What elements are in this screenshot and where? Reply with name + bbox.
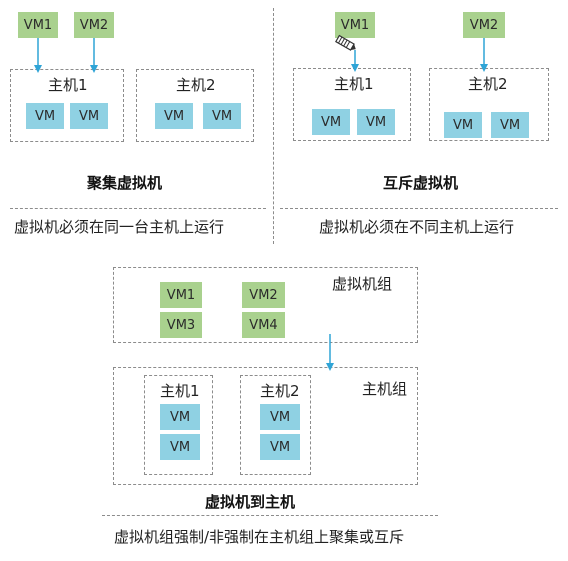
group-host2-vm-a: VM — [260, 404, 300, 430]
vm-group-box — [113, 267, 418, 343]
group-host2-label: 主机2 — [260, 382, 300, 400]
group-host1-vm-a: VM — [160, 404, 200, 430]
affinity-desc: 虚拟机必须在同一台主机上运行 — [14, 218, 225, 236]
affinity-host1-label: 主机1 — [48, 76, 88, 94]
anti-host1-label: 主机1 — [334, 75, 374, 93]
anti-host2-vm-a: VM — [444, 112, 482, 138]
host-group-label: 主机组 — [362, 380, 408, 398]
affinity-host1-vm-a: VM — [26, 103, 64, 129]
anti-vm2: VM2 — [463, 12, 505, 38]
group-vm1: VM1 — [160, 282, 202, 308]
anti-affinity-title: 互斥虚拟机 — [383, 174, 459, 192]
anti-host1-vm-a: VM — [312, 109, 350, 135]
group-host1-box — [144, 375, 213, 475]
affinity-host1-vm-b: VM — [70, 103, 108, 129]
vm-to-host-desc: 虚拟机组强制/非强制在主机组上聚集或互斥 — [114, 528, 405, 546]
pencil-icon — [335, 34, 356, 51]
affinity-title: 聚集虚拟机 — [87, 174, 163, 192]
anti-host2-box — [429, 68, 549, 141]
anti-vm1: VM1 — [335, 12, 375, 38]
vm-to-host-divider — [102, 515, 438, 516]
anti-host1-vm-b: VM — [357, 109, 395, 135]
group-vm3: VM3 — [160, 312, 202, 338]
host-group-box — [113, 367, 418, 485]
affinity-host2-label: 主机2 — [176, 76, 216, 94]
anti-affinity-divider — [280, 208, 558, 209]
group-vm4: VM4 — [242, 312, 285, 338]
affinity-vm2: VM2 — [74, 12, 114, 38]
affinity-host2-box — [136, 69, 254, 142]
group-host1-label: 主机1 — [160, 382, 200, 400]
affinity-host1-box — [10, 69, 124, 142]
affinity-host2-vm-b: VM — [203, 103, 241, 129]
group-host2-box — [240, 375, 311, 475]
group-vm2: VM2 — [242, 282, 285, 308]
anti-host2-label: 主机2 — [468, 75, 508, 93]
vm-group-label: 虚拟机组 — [332, 275, 393, 293]
affinity-vm1: VM1 — [18, 12, 58, 38]
vm-to-host-title: 虚拟机到主机 — [205, 493, 296, 511]
group-host2-vm-b: VM — [260, 434, 300, 460]
vertical-divider — [273, 8, 274, 244]
anti-host2-vm-b: VM — [491, 112, 529, 138]
group-host1-vm-b: VM — [160, 434, 200, 460]
affinity-divider — [10, 208, 266, 209]
anti-affinity-desc: 虚拟机必须在不同主机上运行 — [319, 218, 515, 236]
affinity-host2-vm-a: VM — [155, 103, 193, 129]
